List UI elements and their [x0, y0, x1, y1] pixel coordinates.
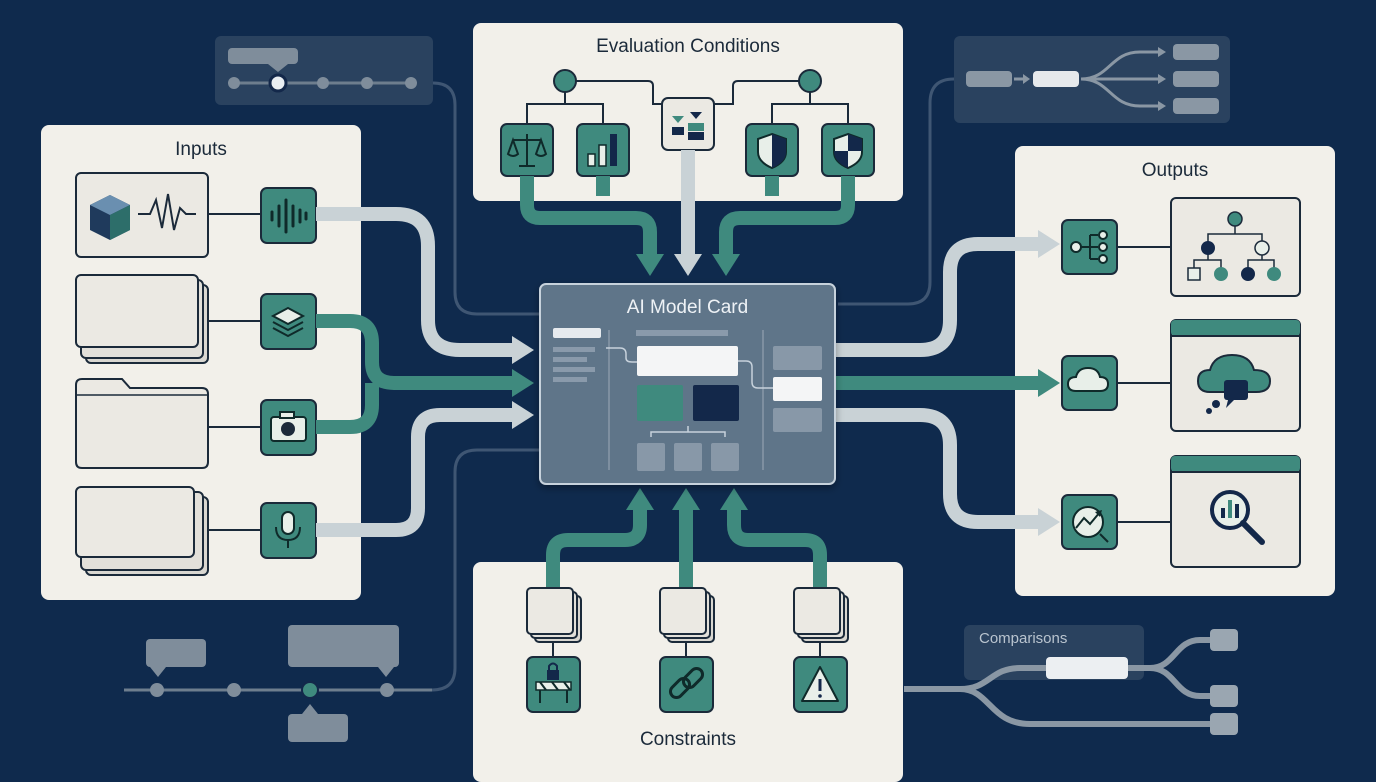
output-connectors: [1117, 246, 1171, 523]
barrier-lock-icon: [526, 656, 581, 713]
hierarchy-icon: [1061, 219, 1118, 275]
switch-icon: [661, 97, 715, 151]
output-search-card: [1170, 455, 1301, 568]
camera-icon: [260, 399, 317, 456]
comparisons-label: Comparisons: [979, 630, 1068, 647]
timeline-bottom-left: [124, 625, 432, 742]
output-cloud-card: [1170, 319, 1301, 432]
flow-box-top-right: [954, 36, 1230, 123]
balance-scale-icon: [500, 123, 554, 177]
input-item-folder: [75, 378, 209, 469]
outputs-title: Outputs: [1141, 160, 1209, 181]
constraint-doc-1: [526, 587, 582, 643]
microphone-icon: [260, 502, 317, 559]
waveform-icon: [260, 187, 317, 244]
evaluation-tree-lines: [526, 69, 849, 124]
output-tree-card: [1170, 197, 1301, 297]
timeline-top-left: [215, 36, 433, 105]
cloud-icon: [1061, 355, 1118, 411]
evaluation-arrows: [520, 150, 855, 276]
input-item-data-waveform: [75, 172, 209, 258]
input-item-document-stack-2: [75, 486, 209, 576]
input-arrows: [316, 207, 534, 537]
constraint-connectors: [552, 642, 821, 657]
evaluation-title: Evaluation Conditions: [596, 36, 780, 57]
connector-flow-to-card: [838, 77, 955, 306]
output-arrows: [836, 230, 1060, 536]
model-card-title: AI Model Card: [626, 297, 749, 318]
model-card-content: [553, 328, 822, 471]
constraint-doc-3: [793, 587, 849, 643]
connector-timeline-to-card: [432, 81, 542, 316]
layers-icon: [260, 293, 317, 350]
chain-link-icon: [659, 656, 714, 713]
comparisons-tree: [904, 625, 1238, 735]
ai-model-card: [539, 283, 836, 485]
inputs-title: Inputs: [175, 139, 227, 160]
connector-bottom-timeline-to-card: [431, 448, 542, 692]
analytics-icon: [1061, 494, 1118, 550]
warning-icon: [793, 656, 848, 713]
constraints-title: Constraints: [639, 729, 737, 750]
input-connectors: [208, 213, 261, 531]
constraint-doc-2: [659, 587, 715, 643]
half-shield-icon: [821, 123, 875, 177]
bar-chart-icon: [576, 123, 630, 177]
input-item-document-stack: [75, 274, 209, 364]
constraint-arrows: [546, 488, 827, 596]
shield-icon: [745, 123, 799, 177]
